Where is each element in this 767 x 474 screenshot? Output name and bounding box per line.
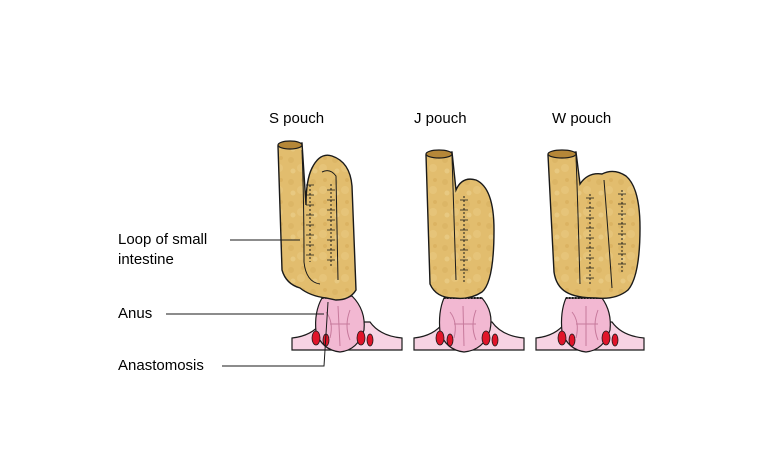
s-pouch-intestine	[277, 140, 357, 301]
j-pouch-title: J pouch	[414, 110, 467, 127]
w-pouch-intestine	[547, 149, 641, 300]
w-pouch-anal-canal	[535, 297, 645, 353]
j-pouch-illustration	[413, 149, 525, 353]
j-pouch-intestine	[425, 149, 495, 300]
loop-label-line2: intestine	[118, 251, 174, 268]
loop-of-small-intestine-label: Loop of small intestine	[118, 230, 207, 270]
w-pouch-title: W pouch	[552, 110, 612, 127]
anastomosis-leader-line	[222, 301, 329, 367]
s-pouch-anal-canal	[291, 295, 403, 353]
j-pouch-anal-canal	[413, 297, 525, 353]
loop-label-line1: Loop of small	[118, 231, 208, 248]
s-pouch-title: S pouch	[269, 110, 325, 127]
w-pouch-illustration	[535, 149, 645, 353]
anus-label: Anus	[118, 305, 153, 322]
anastomosis-label: Anastomosis	[118, 357, 204, 374]
s-pouch-illustration	[277, 140, 403, 353]
